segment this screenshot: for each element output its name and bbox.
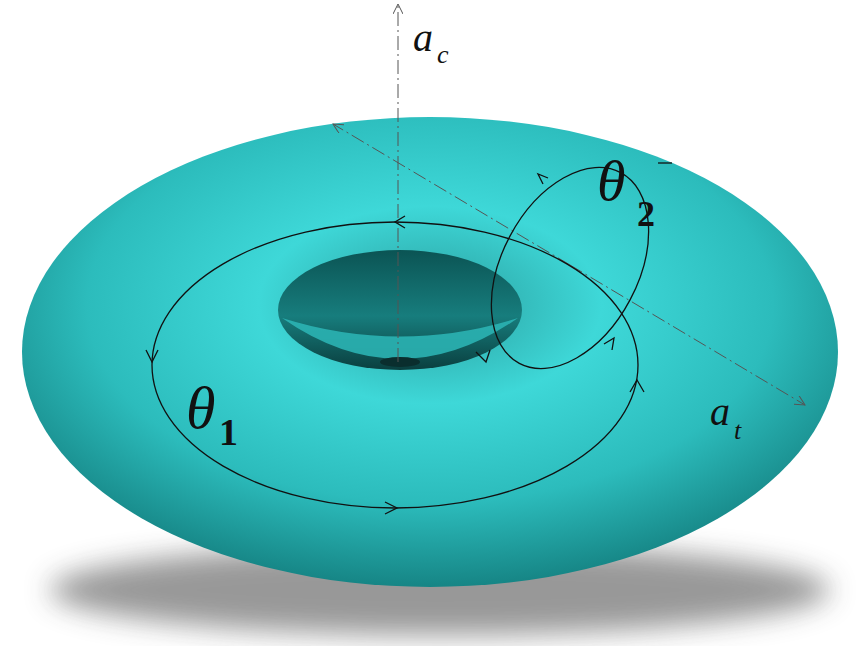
- rotation-loop: [459, 141, 680, 396]
- tick: [658, 162, 672, 163]
- angle-subscript: 1: [219, 413, 238, 451]
- loop-arrow: [385, 502, 397, 514]
- angle-subscript: 2: [637, 196, 655, 232]
- loop-arrow: [395, 216, 405, 228]
- axis-label: a: [710, 392, 730, 432]
- inner-wall: [282, 318, 518, 359]
- axis-label: a: [413, 18, 433, 58]
- loop-arrow: [538, 174, 548, 184]
- loop-arrow: [630, 380, 644, 392]
- hole-gap: [380, 357, 420, 367]
- loop-arrow: [476, 350, 490, 362]
- torus-body: [22, 117, 838, 587]
- axis-line: [398, 4, 399, 362]
- axis-line: [333, 124, 570, 265]
- loop-arrow: [604, 338, 614, 350]
- rotation-loop: [152, 222, 638, 508]
- axis-subscript: t: [734, 418, 741, 444]
- loop-arrow: [146, 350, 158, 362]
- angle-label: θ: [597, 152, 626, 210]
- angle-label: θ: [186, 378, 215, 438]
- axis-subscript: c: [437, 42, 449, 68]
- torus-hole: [278, 250, 522, 370]
